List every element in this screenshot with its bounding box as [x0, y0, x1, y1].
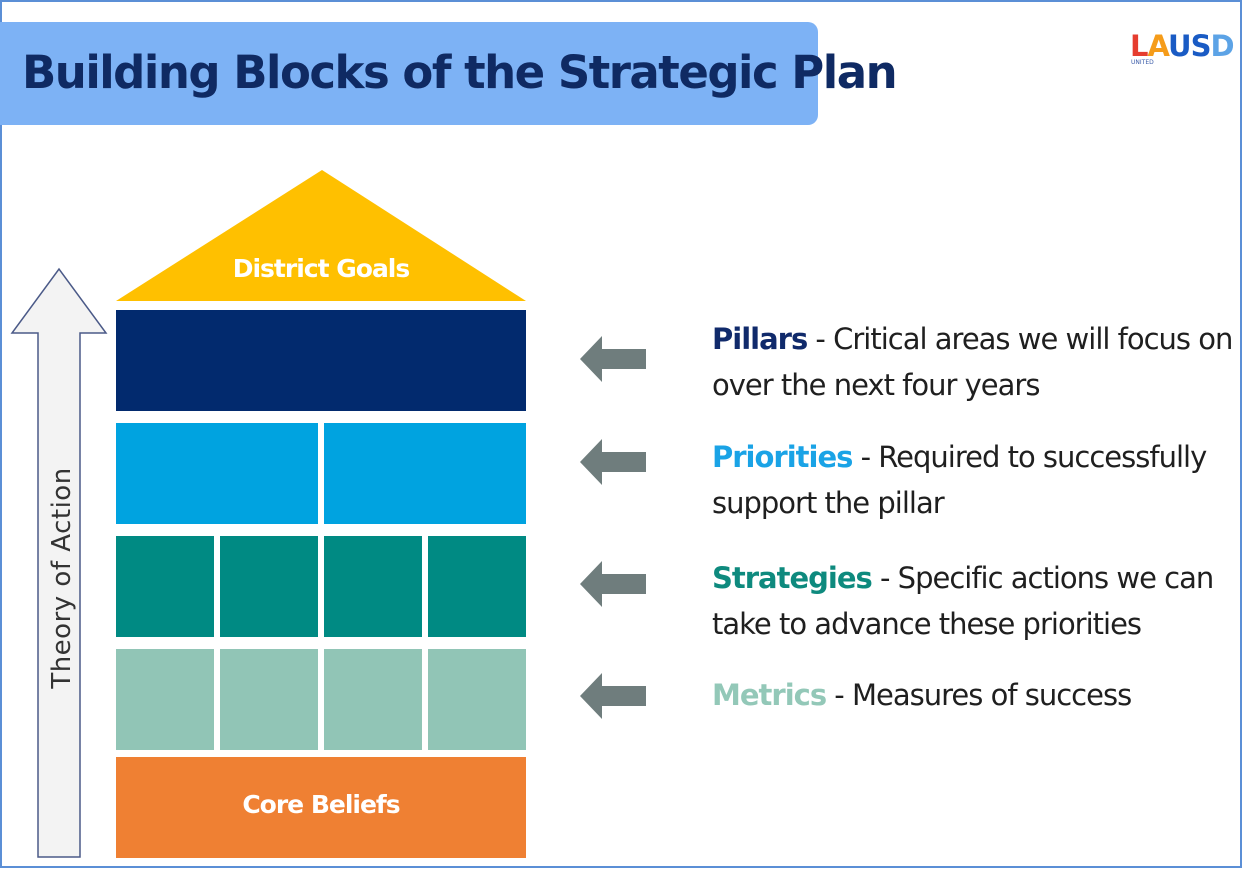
logo-letter: L	[1130, 29, 1149, 63]
strategies-block	[428, 536, 526, 637]
foundation-core-beliefs: Core Beliefs	[116, 757, 526, 858]
desc-text: - Specific actions we can take to advanc…	[712, 561, 1214, 641]
desc-metrics: Metrics - Measures of success	[712, 672, 1237, 718]
left-arrow-icon-pillars	[580, 336, 646, 382]
title-banner	[0, 22, 818, 125]
metrics-block	[116, 649, 214, 750]
logo-wordmark: LAUSD	[1130, 30, 1235, 62]
up-arrow-icon	[10, 267, 108, 858]
desc-text: - Required to successfully support the p…	[712, 440, 1207, 520]
roof-label-wrap: District Goals	[116, 250, 526, 290]
metrics-block	[324, 649, 422, 750]
metrics-block	[428, 649, 526, 750]
desc-pillars: Pillars - Critical areas we will focus o…	[712, 316, 1237, 408]
strategies-block	[324, 536, 422, 637]
desc-term: Strategies	[712, 561, 873, 595]
logo-letter: D	[1210, 29, 1235, 63]
roof-label: District Goals	[232, 254, 411, 283]
desc-term: Pillars	[712, 322, 808, 356]
left-arrow-icon-strategies	[580, 561, 646, 607]
desc-term: Metrics	[712, 678, 827, 712]
strategies-block	[220, 536, 318, 637]
priorities-block	[116, 423, 318, 524]
desc-text: - Measures of success	[826, 678, 1132, 712]
desc-strategies: Strategies - Specific actions we can tak…	[712, 555, 1237, 647]
strategies-block	[116, 536, 214, 637]
lausd-logo: LAUSD UNITED	[1130, 30, 1235, 70]
logo-letter: U	[1168, 29, 1192, 63]
desc-term: Priorities	[712, 440, 853, 474]
priorities-block	[324, 423, 526, 524]
slide-title: Building Blocks of the Strategic Plan	[22, 46, 898, 99]
pillars-block	[116, 310, 526, 411]
desc-priorities: Priorities - Required to successfully su…	[712, 434, 1237, 526]
roof-district-goals	[116, 170, 526, 301]
logo-letter: A	[1147, 29, 1169, 63]
left-arrow-icon-metrics	[580, 673, 646, 719]
desc-text: - Critical areas we will focus on over t…	[712, 322, 1233, 402]
theory-of-action-label: Theory of Action	[47, 467, 77, 689]
left-arrow-icon-priorities	[580, 439, 646, 485]
foundation-label: Core Beliefs	[242, 790, 400, 819]
metrics-block	[220, 649, 318, 750]
logo-subtext: UNITED	[1131, 59, 1154, 66]
logo-letter: S	[1190, 29, 1212, 63]
